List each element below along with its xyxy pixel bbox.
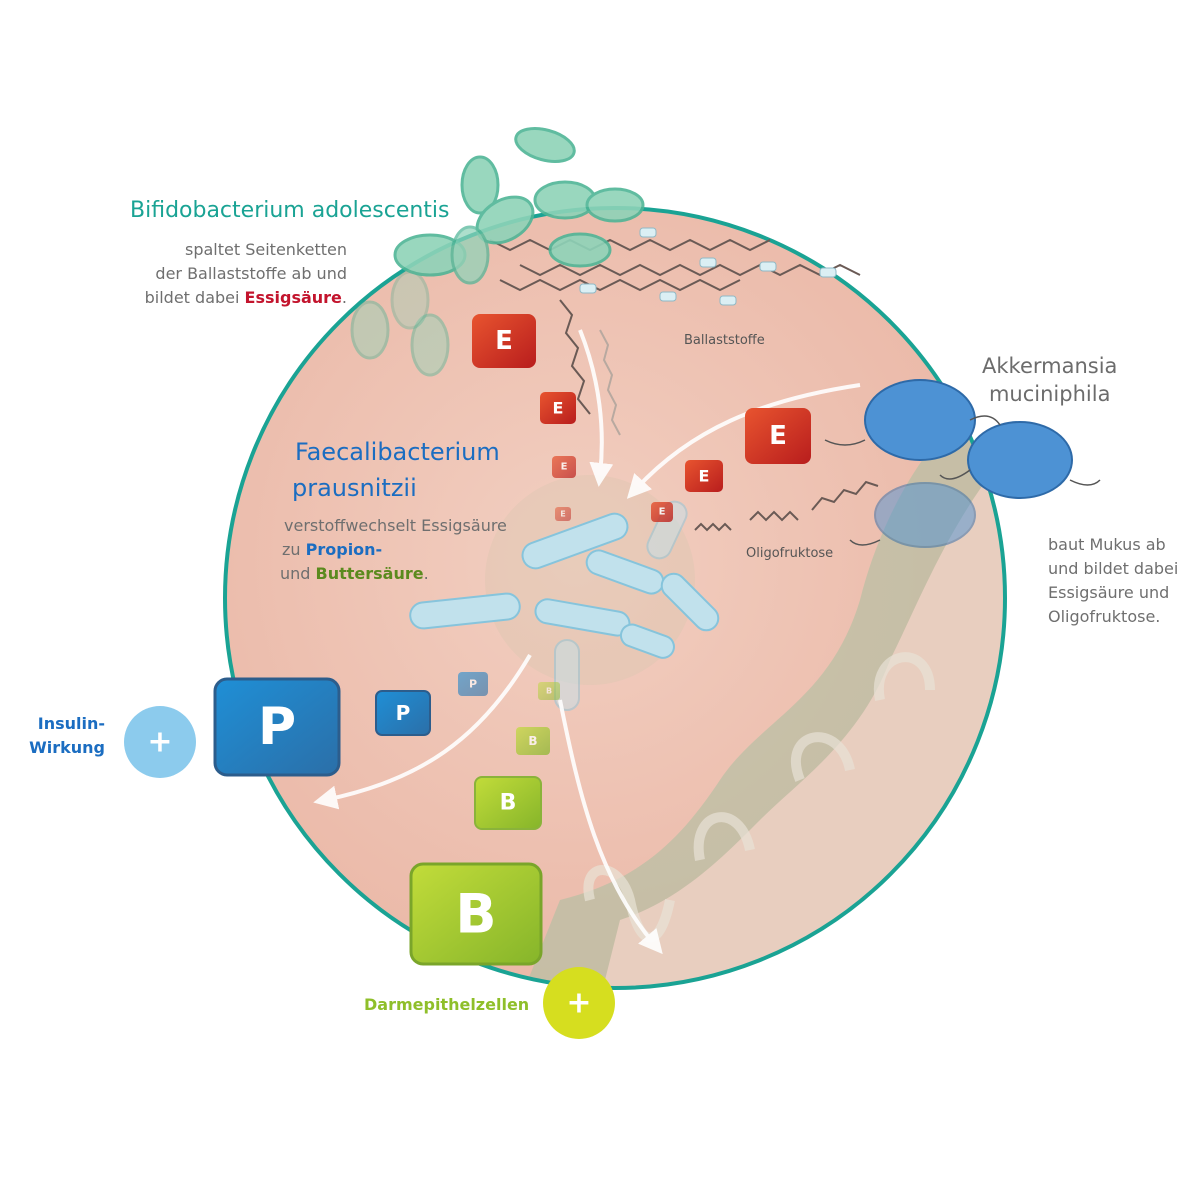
svg-text:B: B (546, 687, 552, 696)
propion-highlight: Propion- (305, 540, 383, 559)
faecali-title-line1: Faecalibacterium (295, 438, 500, 466)
text: und (280, 564, 316, 583)
akkermansia-description: baut Mukus ab und bildet dabei Essigsäur… (1048, 533, 1178, 629)
epithel-plus-icon: + (543, 967, 615, 1039)
acetate-badge-tiny: E (555, 507, 571, 521)
akkermansia-line2: und bildet dabei (1048, 559, 1179, 578)
svg-text:E: E (495, 326, 513, 356)
acetate-badge-small: E (651, 502, 673, 522)
bifido-line2: der Ballaststoffe ab und (155, 264, 347, 283)
ballaststoffe-label: Ballaststoffe (684, 333, 765, 348)
propionate-badge-large: P (213, 677, 341, 777)
svg-text:B: B (455, 883, 496, 946)
svg-text:E: E (699, 467, 710, 486)
svg-text:P: P (258, 697, 296, 757)
svg-text:E: E (769, 421, 787, 451)
acetate-badge-small: E (552, 456, 576, 478)
faecali-line1: verstoffwechselt Essigsäure (284, 516, 507, 535)
svg-text:E: E (553, 399, 564, 418)
bifidobacterium-cells (350, 127, 645, 377)
bifido-title: Bifidobacterium adolescentis (130, 198, 450, 223)
insulin-label: Insulin- Wirkung (29, 712, 105, 760)
faecalibacterium-cells (409, 500, 720, 711)
flow-arrows (313, 329, 861, 955)
svg-text:P: P (469, 678, 477, 691)
svg-text:E: E (561, 462, 568, 473)
svg-text:+: + (566, 986, 591, 1021)
oligofruktose-label: Oligofruktose (746, 546, 834, 561)
faecali-line3: und Buttersäure. (280, 562, 507, 586)
insulin-line2: Wirkung (29, 738, 105, 757)
butyrate-badge-small: B (516, 727, 550, 755)
butyrate-badge: B (474, 776, 542, 830)
svg-text:B: B (500, 791, 517, 816)
faecali-line2: zu Propion- (280, 538, 507, 562)
acetate-badge-medium: E (745, 408, 811, 464)
oligofructose-molecules (694, 480, 879, 532)
text: . (341, 288, 347, 307)
akkermansia-flagella (824, 415, 1101, 546)
svg-text:P: P (396, 701, 411, 725)
bifido-description: spaltet Seitenketten der Ballaststoffe a… (145, 238, 347, 310)
text: zu (282, 540, 306, 559)
bifido-line3: bildet dabei Essigsäure. (145, 286, 347, 310)
svg-text:E: E (659, 507, 666, 518)
akkermansia-cells (864, 379, 1073, 548)
propionate-badge: P (375, 690, 431, 736)
faecali-description: verstoffwechselt Essigsäure zu Propion- … (280, 514, 507, 586)
buttersaeure-highlight: Buttersäure (315, 564, 424, 583)
svg-text:B: B (528, 734, 537, 748)
acetate-badge-large: E (472, 314, 536, 368)
acetate-badge: E (685, 460, 723, 492)
text: . (423, 564, 429, 583)
butyrate-badge-large: B (409, 862, 543, 966)
acetate-badge: E (540, 392, 576, 424)
akkermansia-line3: Essigsäure und (1048, 583, 1170, 602)
svg-text:+: + (147, 725, 172, 760)
butyrate-badge-tiny: B (538, 682, 560, 700)
darmepithel-label: Darmepithelzellen (364, 995, 530, 1014)
propionate-badge-small: P (458, 672, 488, 696)
akkermansia-title: Akkermansia muciniphila (982, 352, 1117, 408)
faecali-title-line2: prausnitzii (292, 474, 417, 502)
fiber-chains (489, 238, 861, 436)
akkermansia-title-line1: Akkermansia (982, 354, 1118, 378)
akkermansia-line4: Oligofruktose. (1048, 607, 1161, 626)
faecali-title: Faecalibacterium prausnitzii (292, 434, 500, 506)
svg-text:E: E (560, 510, 565, 519)
akkermansia-title-line2: muciniphila (988, 382, 1111, 406)
insulin-plus-icon: + (124, 706, 196, 778)
text: bildet dabei (144, 288, 245, 307)
akkermansia-line1: baut Mukus ab (1048, 535, 1166, 554)
bifido-line1: spaltet Seitenketten (185, 240, 347, 259)
insulin-line1: Insulin- (37, 714, 105, 733)
fiber-sugar-units (579, 227, 837, 306)
essigsaeure-highlight: Essigsäure (244, 288, 342, 307)
